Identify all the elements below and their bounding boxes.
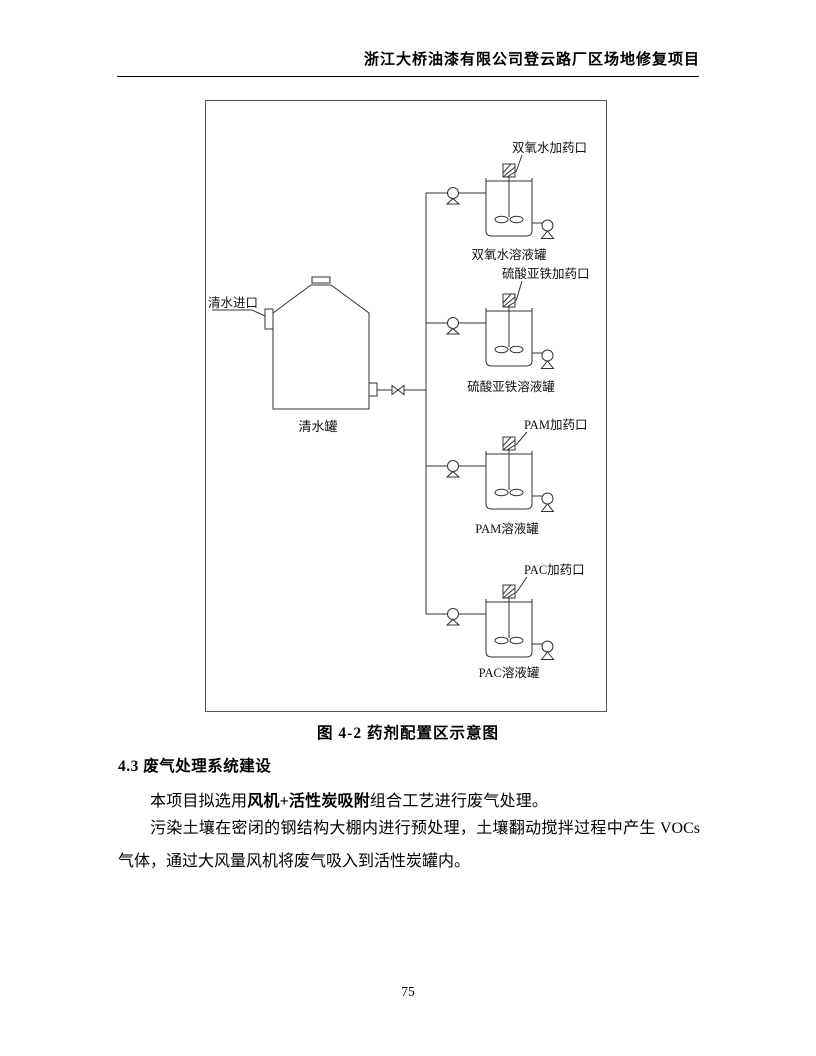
port-label-ferrous: 硫酸亚铁加药口 xyxy=(502,266,590,281)
para2-line2: 气体，通过大风量风机将废气吸入到活性炭罐内。 xyxy=(118,853,471,870)
figure-caption: 图 4-2 药剂配置区示意图 xyxy=(317,725,499,742)
pump-icon xyxy=(446,608,460,626)
clean-water-tank-label: 清水罐 xyxy=(298,419,337,434)
dosing-tank-h2o2 xyxy=(485,163,554,239)
section-heading: 4.3 废气处理系统建设 xyxy=(118,758,272,775)
page-number: 75 xyxy=(401,984,415,999)
pump-icon xyxy=(446,317,460,335)
figure-box: 清水进口 清水罐 双氧水加药口 双氧水溶液罐 硫酸亚铁加药口 硫酸亚铁溶液罐 P… xyxy=(205,100,607,712)
tank-label-pac: PAC溶液罐 xyxy=(479,665,540,680)
port-leader-lines xyxy=(515,154,528,594)
pipes xyxy=(377,192,486,615)
clean-water-inlet-label: 清水进口 xyxy=(208,296,258,310)
dosing-tank-pam xyxy=(485,436,554,512)
para1-suffix: 组合工艺进行废气处理。 xyxy=(369,793,549,810)
para1-prefix: 本项目拟选用 xyxy=(150,793,248,810)
dosing-tank-pac xyxy=(485,584,554,660)
pump-icon xyxy=(446,460,460,478)
port-label-pac: PAC加药口 xyxy=(524,563,585,577)
clean-water-tank xyxy=(212,276,378,410)
dosing-area-diagram: 清水进口 清水罐 双氧水加药口 双氧水溶液罐 硫酸亚铁加药口 硫酸亚铁溶液罐 P… xyxy=(208,141,590,680)
tank-label-ferrous: 硫酸亚铁溶液罐 xyxy=(467,379,555,394)
dosing-tank-ferrous xyxy=(485,293,554,369)
paragraph-2: 污染土壤在密闭的钢结构大棚内进行预处理，土壤翻动搅拌过程中产生 VOCs 气体，… xyxy=(118,812,700,878)
port-label-pam: PAM加药口 xyxy=(524,418,587,432)
inlet-leader-line xyxy=(212,309,266,317)
para2-line1: 污染土壤在密闭的钢结构大棚内进行预处理，土壤翻动搅拌过程中产生 VOCs xyxy=(150,820,700,837)
paragraph-1: 本项目拟选用风机+活性炭吸附组合工艺进行废气处理。 xyxy=(118,787,700,811)
valve-icon xyxy=(391,384,405,396)
pump-icon xyxy=(446,187,460,205)
header-title: 浙江大桥油漆有限公司登云路厂区场地修复项目 xyxy=(363,52,700,68)
tank-label-h2o2: 双氧水溶液罐 xyxy=(471,247,547,262)
tank-label-pam: PAM溶液罐 xyxy=(475,521,539,536)
header-rule xyxy=(117,76,699,77)
para1-bold: 风机+活性炭吸附 xyxy=(247,793,370,810)
port-label-h2o2: 双氧水加药口 xyxy=(512,141,587,155)
